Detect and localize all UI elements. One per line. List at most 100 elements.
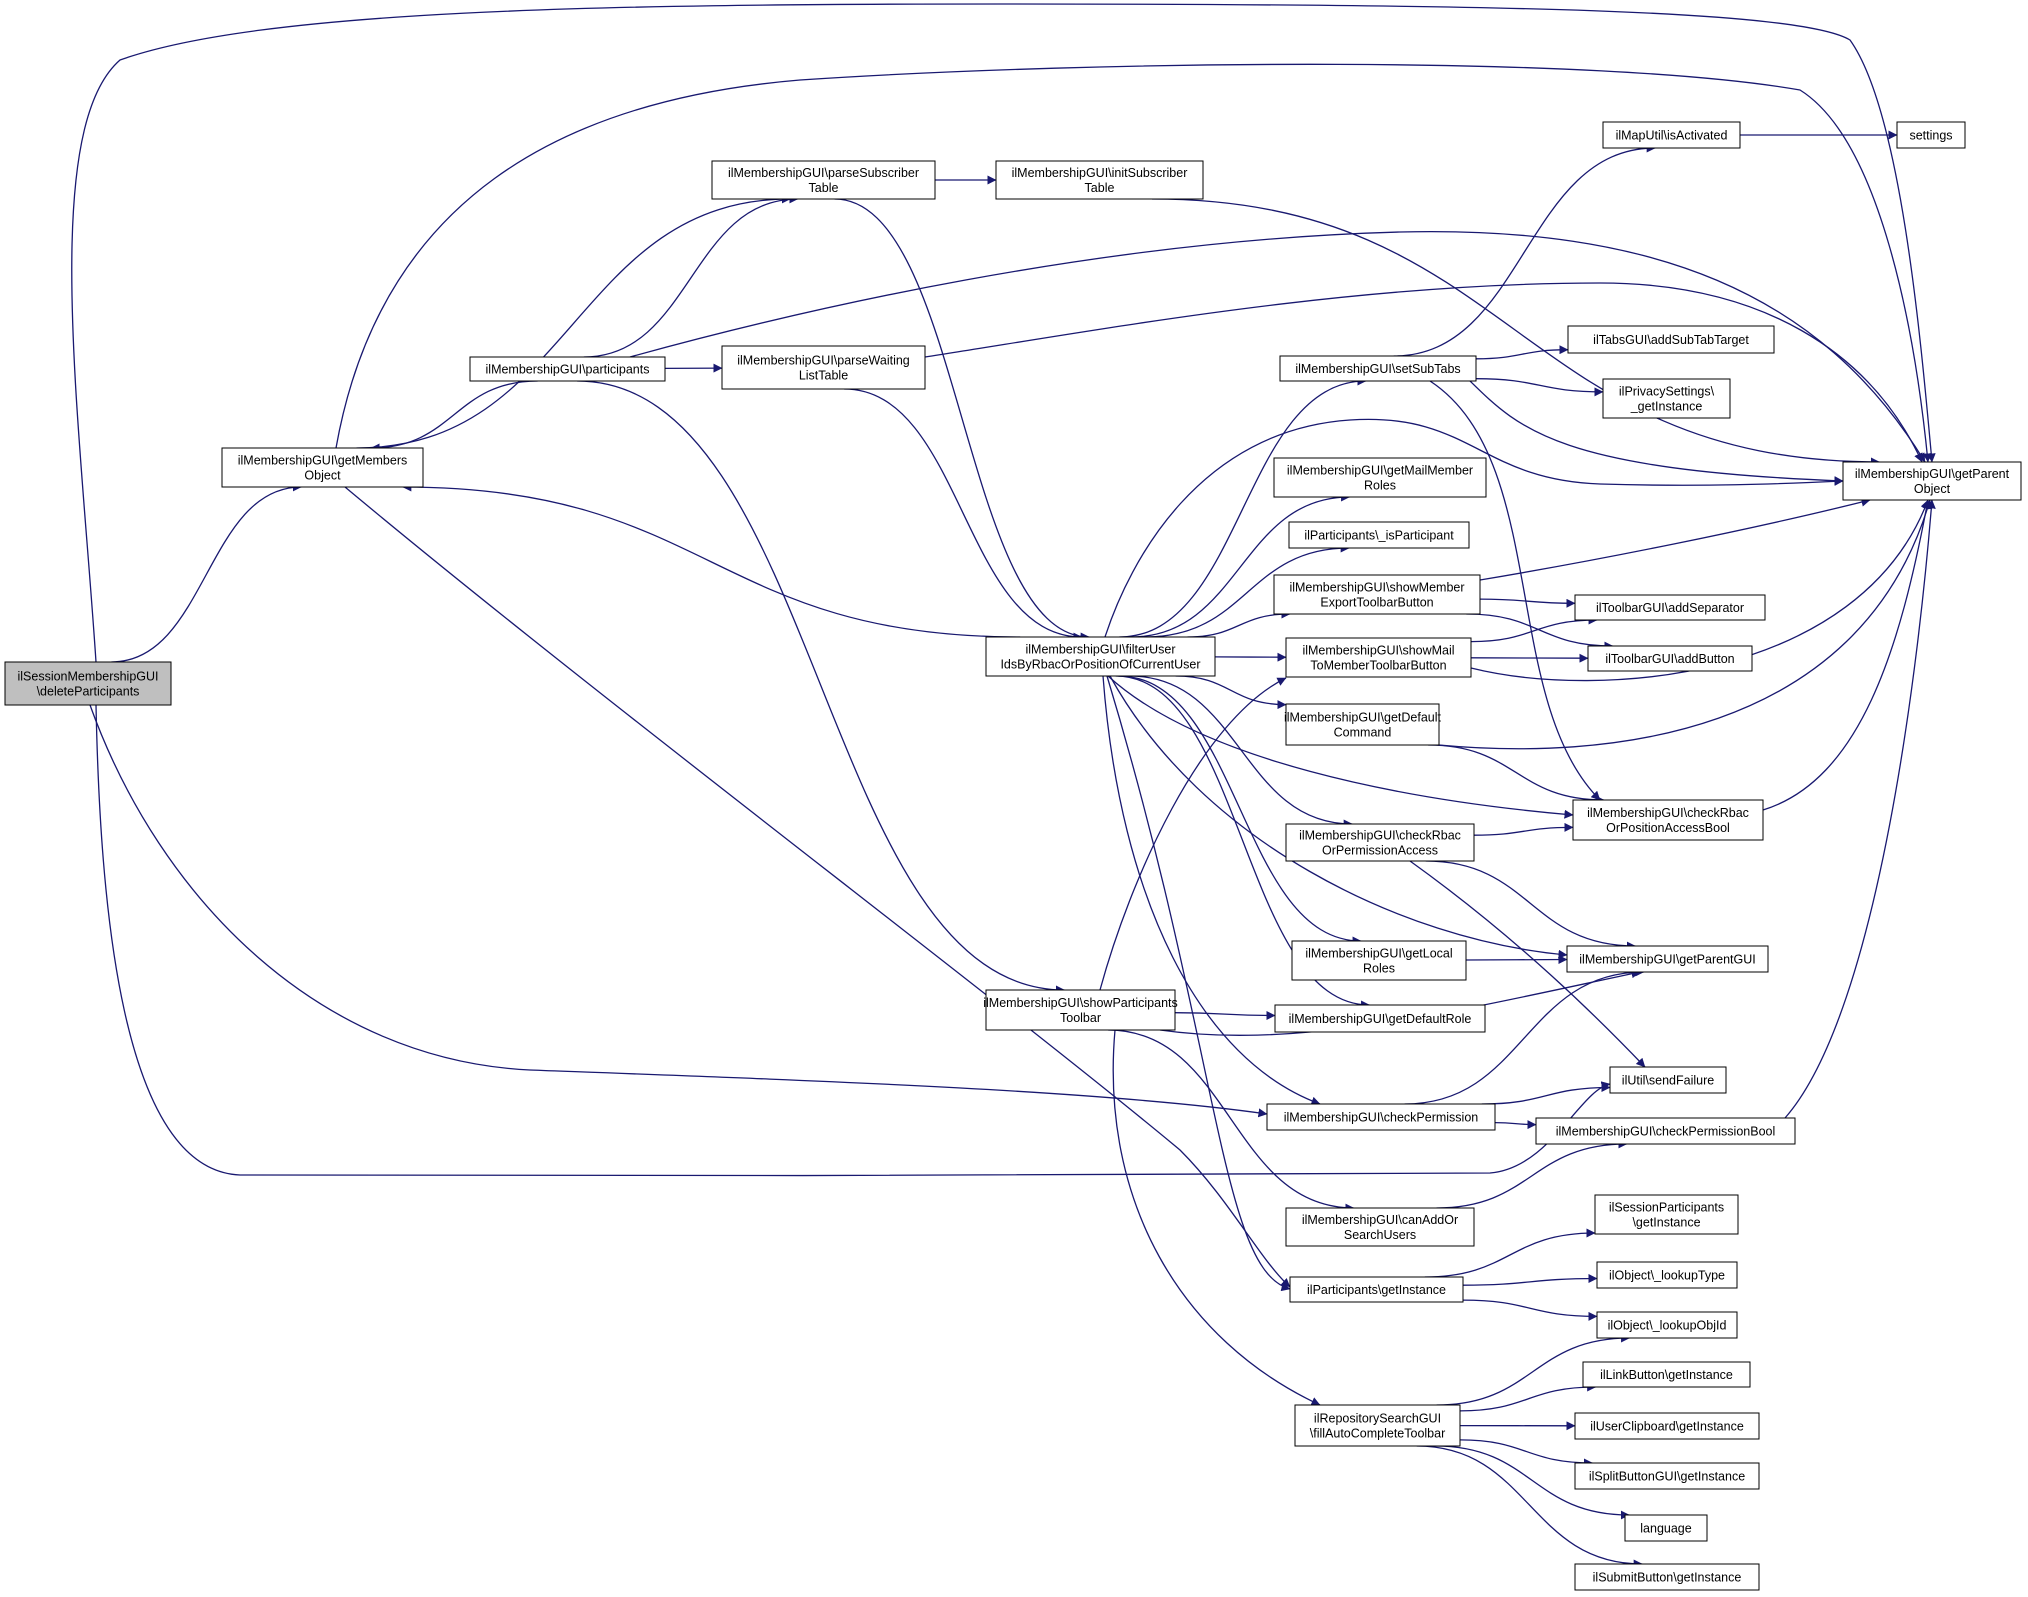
edge-getMembers-to-parseSub — [356, 194, 791, 449]
node-showMail[interactable]: ilMembershipGUI\showMailToMemberToolbarB… — [1285, 637, 1472, 678]
node-lookupType[interactable]: ilObject\_lookupType — [1596, 1261, 1738, 1289]
edge-checkPerm-to-checkPermBool — [1494, 1120, 1537, 1130]
node-box — [1285, 823, 1475, 862]
node-submitButton[interactable]: ilSubmitButton\getInstance — [1574, 1563, 1760, 1591]
node-label: \fillAutoCompleteToolbar — [1310, 1427, 1446, 1441]
node-repoSearch[interactable]: ilRepositorySearchGUI\fillAutoCompleteTo… — [1294, 1404, 1461, 1447]
node-box — [1289, 1276, 1464, 1303]
node-addButton[interactable]: ilToolbarGUI\addButton — [1587, 645, 1753, 672]
edge-filterUser-to-checkRbacPos — [1107, 675, 1574, 819]
edge-parseSub-to-filterUser — [834, 198, 1090, 642]
node-settings[interactable]: settings — [1896, 121, 1966, 149]
node-splitButton[interactable]: ilSplitButtonGUI\getInstance — [1574, 1462, 1760, 1490]
node-label: ilObject\_lookupType — [1609, 1269, 1725, 1283]
node-label: Command — [1334, 726, 1392, 740]
edge-filterUser-to-checkPerm — [1102, 675, 1321, 1106]
edge-filterUser-to-getLocalRoles — [1118, 675, 1362, 946]
node-label: ilRepositorySearchGUI — [1314, 1412, 1441, 1426]
edge-root-to-getParentObj — [71, 3, 1936, 663]
node-mapUtil[interactable]: ilMapUtil\isActivated — [1602, 121, 1741, 149]
node-checkRbacPos[interactable]: ilMembershipGUI\checkRbacOrPositionAcces… — [1572, 799, 1764, 841]
node-box — [469, 356, 666, 382]
node-label: ilMembershipGUI\initSubscriber — [1012, 166, 1188, 180]
edge-participants-to-showPartTb — [577, 380, 1065, 995]
node-setSubTabs[interactable]: ilMembershipGUI\setSubTabs — [1279, 355, 1477, 382]
node-getDefaultRole[interactable]: ilMembershipGUI\getDefaultRole — [1274, 1004, 1486, 1033]
node-addSubTab[interactable]: ilTabsGUI\addSubTabTarget — [1567, 325, 1775, 354]
edges-layer — [71, 3, 1936, 1569]
node-box — [1285, 637, 1472, 678]
node-label: OrPositionAccessBool — [1606, 821, 1730, 835]
node-getParentGUI[interactable]: ilMembershipGUI\getParentGUI — [1566, 945, 1769, 973]
edge-initSub-to-getParentObj — [1151, 198, 1880, 467]
edge-filterUser-to-showExport — [1187, 609, 1291, 638]
edge-participants-to-getMembers — [370, 380, 538, 453]
edge-parseWait-to-filterUser — [844, 388, 1083, 642]
node-box — [721, 345, 926, 390]
node-label: ilMembershipGUI\setSubTabs — [1295, 362, 1460, 376]
edge-filterUser-to-getParentObj — [1104, 418, 1844, 638]
edge-checkPermBool-to-getParentObj — [1784, 499, 1936, 1119]
node-box — [1279, 355, 1477, 382]
node-label: ilTabsGUI\addSubTabTarget — [1593, 333, 1749, 347]
node-partGetInst[interactable]: ilParticipants\getInstance — [1289, 1276, 1464, 1303]
node-lookupObjId[interactable]: ilObject\_lookupObjId — [1596, 1311, 1738, 1339]
node-checkRbacPerm[interactable]: ilMembershipGUI\checkRbacOrPermissionAcc… — [1285, 823, 1475, 862]
edge-showMail-to-addSeparator — [1470, 615, 1598, 643]
node-box — [1587, 645, 1753, 672]
node-label: ilParticipants\getInstance — [1307, 1283, 1446, 1297]
node-language[interactable]: language — [1624, 1514, 1708, 1542]
node-box — [1574, 1412, 1760, 1440]
edge-setSubTabs-to-getParentObj — [1469, 380, 1844, 486]
node-box — [1574, 1462, 1760, 1490]
edge-showExport-to-addButton — [1466, 613, 1614, 651]
node-label: ListTable — [799, 369, 848, 383]
node-label: \getInstance — [1632, 1216, 1700, 1230]
edge-checkRbacPerm-to-sendFailure — [1409, 860, 1646, 1068]
node-checkPerm[interactable]: ilMembershipGUI\checkPermission — [1266, 1103, 1496, 1131]
edge-checkRbacPos-to-getParentObj — [1762, 499, 1931, 811]
node-addSeparator[interactable]: ilToolbarGUI\addSeparator — [1574, 594, 1766, 621]
edge-filterUser-to-getDefaultCmd — [1175, 675, 1287, 710]
node-userClip[interactable]: ilUserClipboard\getInstance — [1574, 1412, 1760, 1440]
node-box — [1567, 325, 1775, 354]
edge-filterUser-to-getParentGUI — [1109, 675, 1568, 959]
node-linkButton[interactable]: ilLinkButton\getInstance — [1582, 1361, 1751, 1388]
node-box — [995, 160, 1204, 200]
node-box — [1273, 457, 1487, 498]
node-checkPermBool[interactable]: ilMembershipGUI\checkPermissionBool — [1535, 1117, 1796, 1145]
node-sendFailure[interactable]: ilUtil\sendFailure — [1609, 1066, 1727, 1094]
node-participants[interactable]: ilMembershipGUI\participants — [469, 356, 666, 382]
node-isParticipant[interactable]: ilParticipants\_isParticipant — [1288, 521, 1470, 549]
edge-partGetInst-to-lookupType — [1462, 1274, 1598, 1286]
node-privacy[interactable]: ilPrivacySettings\_getInstance — [1602, 378, 1731, 419]
node-sessPart[interactable]: ilSessionParticipants\getInstance — [1594, 1194, 1739, 1235]
edge-setSubTabs-to-checkRbacPos — [1429, 380, 1601, 801]
node-showExport[interactable]: ilMembershipGUI\showMemberExportToolbarB… — [1273, 574, 1481, 615]
edge-checkPerm-to-sendFailure — [1481, 1083, 1611, 1105]
node-label: ilSubmitButton\getInstance — [1593, 1571, 1742, 1585]
node-label: ilToolbarGUI\addButton — [1605, 652, 1734, 666]
node-box — [4, 661, 172, 706]
node-label: ilSessionMembershipGUI — [17, 670, 158, 684]
node-filterUser[interactable]: ilMembershipGUI\filterUserIdsByRbacOrPos… — [985, 636, 1216, 677]
node-box — [1624, 1514, 1708, 1542]
edge-setSubTabs-to-mapUtil — [1393, 143, 1656, 357]
node-label: language — [1640, 1522, 1691, 1536]
node-label: settings — [1909, 129, 1952, 143]
edge-parseWait-to-getParentObj — [924, 282, 1923, 463]
node-root[interactable]: ilSessionMembershipGUI\deleteParticipant… — [4, 661, 172, 706]
edge-canAdd-to-checkPermBool — [1436, 1139, 1628, 1209]
